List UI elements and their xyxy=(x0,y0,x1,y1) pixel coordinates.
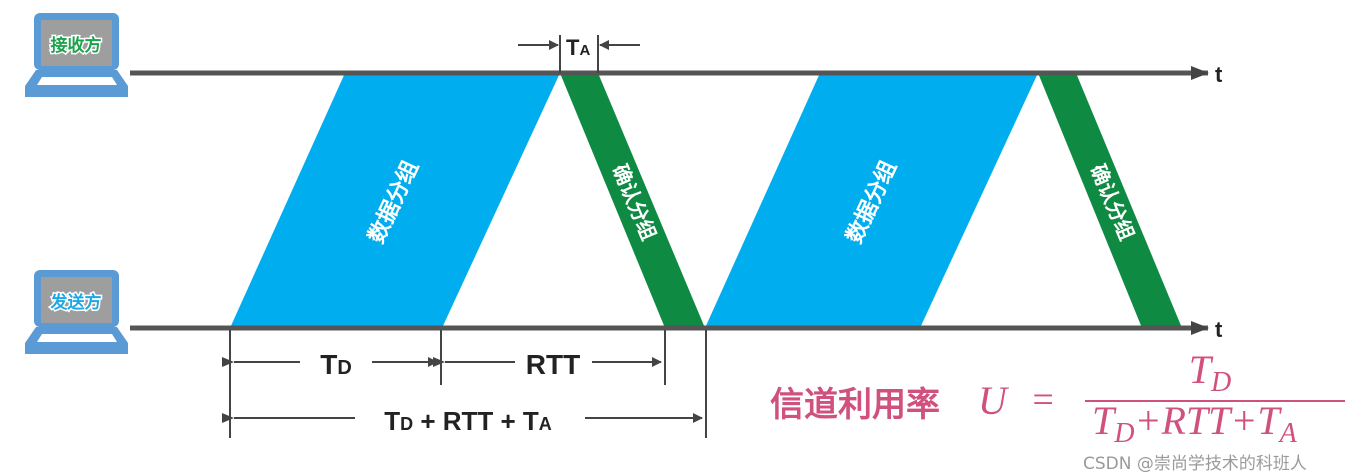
td-label: TD xyxy=(320,349,352,380)
ta-label: TA xyxy=(566,35,590,60)
total-label: TD + RTT + TA xyxy=(384,406,552,436)
formula-equals: = xyxy=(1030,379,1056,421)
channel-utilization-formula: 信道利用率 U = TD TD+RTT+TA xyxy=(769,347,1345,449)
ta-dimension xyxy=(518,35,640,73)
formula-label: 信道利用率 xyxy=(770,385,940,425)
sender-computer-icon: 发送方 xyxy=(25,270,128,354)
formula-numerator: TD xyxy=(1189,347,1231,398)
formula-lhs: U xyxy=(978,378,1010,423)
sender-axis-label: t xyxy=(1215,317,1223,342)
ack-packet-2 xyxy=(1038,73,1182,328)
watermark: CSDN @崇尚学技术的科班人 xyxy=(1083,454,1307,473)
receiver-label: 接收方 xyxy=(51,35,102,56)
data-packet-1 xyxy=(230,73,560,328)
receiver-computer-icon: 接收方 xyxy=(25,13,128,97)
sender-label: 发送方 xyxy=(50,292,102,313)
rtt-label: RTT xyxy=(526,349,580,380)
bottom-dimension-lines xyxy=(222,330,707,438)
ack-packet-1 xyxy=(560,73,705,328)
receiver-axis-label: t xyxy=(1215,62,1223,87)
data-packet-2 xyxy=(705,73,1038,328)
formula-denominator: TD+RTT+TA xyxy=(1092,398,1298,449)
